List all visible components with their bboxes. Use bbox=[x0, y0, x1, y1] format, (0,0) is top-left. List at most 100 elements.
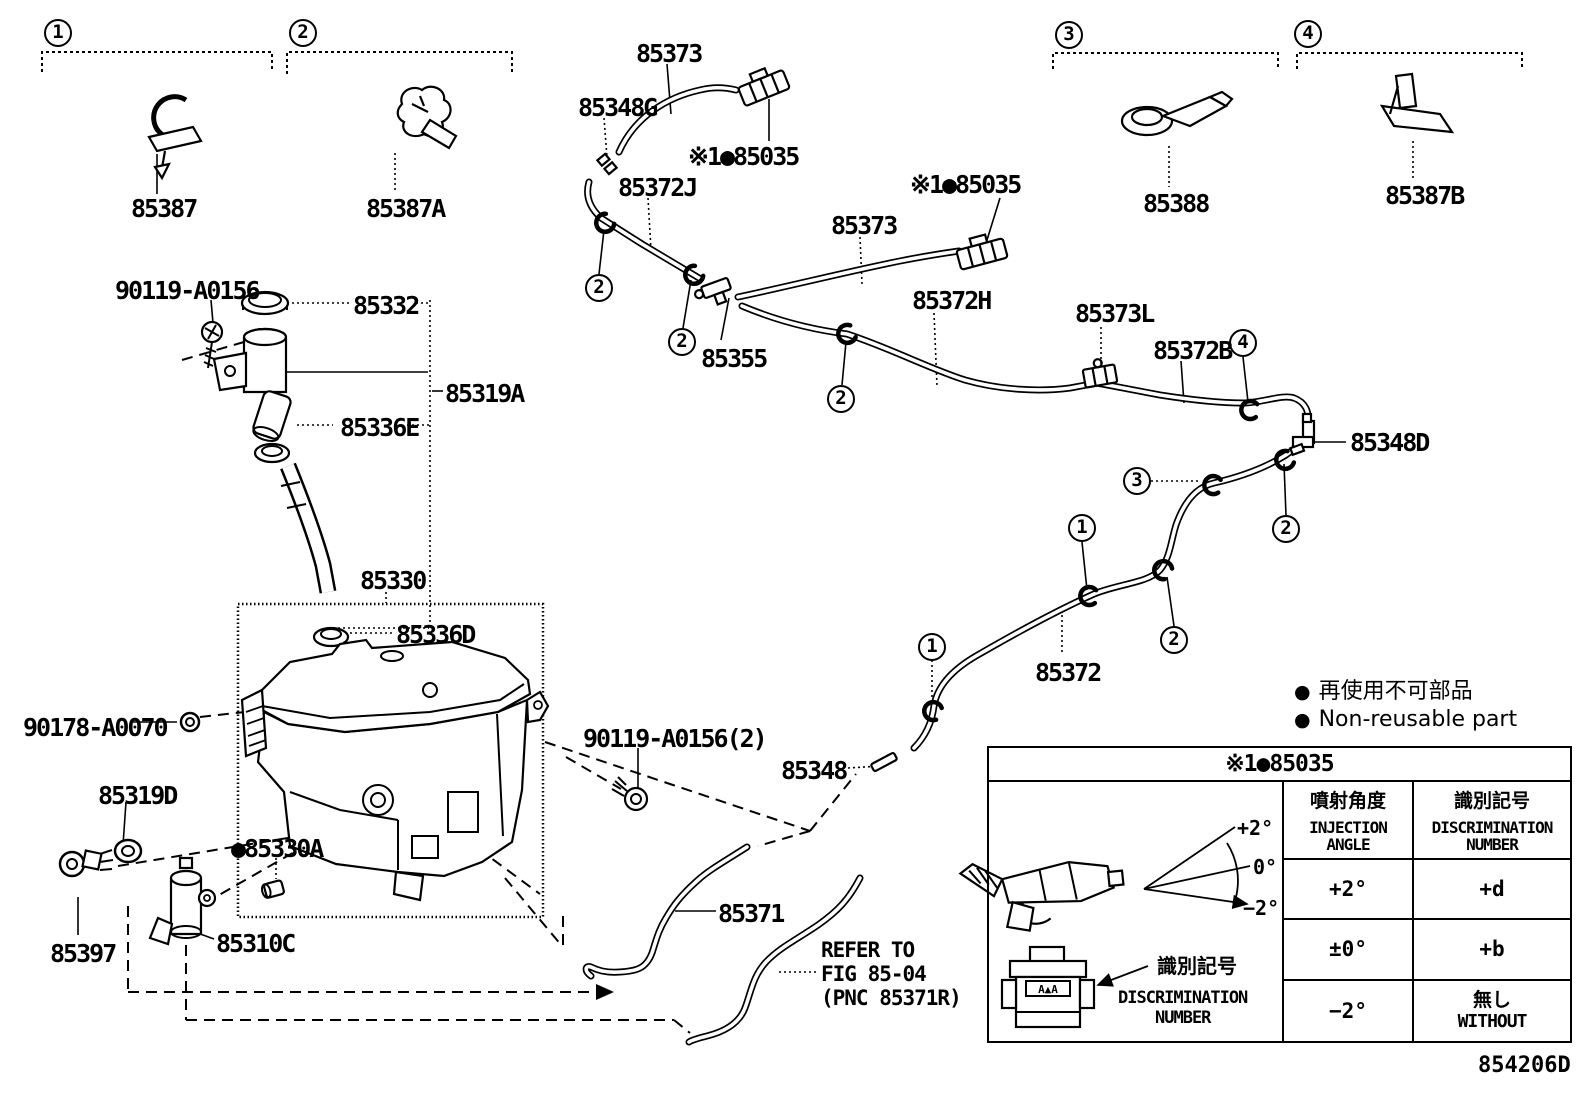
part-label-85372: 85372 bbox=[1035, 658, 1102, 687]
figure-code: 854206D bbox=[1478, 1053, 1571, 1078]
part-label-85336D: 85336D bbox=[396, 620, 476, 649]
grommet-85336D-glyph bbox=[312, 626, 350, 648]
part-label-85330: 85330 bbox=[360, 566, 427, 595]
disc-value-row3: 無し WITHOUT bbox=[1412, 978, 1572, 1043]
callout-3-hose: 3 bbox=[1123, 467, 1151, 495]
callout-brackets bbox=[41, 51, 1523, 74]
callout-2-hose-b: 2 bbox=[668, 328, 696, 356]
part-label-85397: 85397 bbox=[50, 939, 117, 968]
callout-2-hose-c: 2 bbox=[827, 385, 855, 413]
grommet-85388-glyph bbox=[1120, 90, 1234, 137]
disc-value-row3-en: WITHOUT bbox=[1457, 1010, 1528, 1032]
level-sensor-85397-glyph bbox=[58, 849, 114, 878]
disc-value-row3-jp: 無し bbox=[1472, 988, 1511, 1011]
injection-angle-header-en1: INJECTION bbox=[1309, 818, 1388, 838]
part-label-85387B: 85387B bbox=[1385, 181, 1465, 210]
part-label-85373-mid: 85373 bbox=[831, 211, 898, 240]
refer-note-line2: FIG 85-04 bbox=[821, 962, 927, 986]
callout-1-hose-b: 1 bbox=[918, 633, 946, 661]
nozzle-85035-glyph-2 bbox=[955, 233, 1009, 271]
joint-85355-glyph bbox=[693, 277, 732, 306]
non-reusable-bullet-icon: ● bbox=[1294, 709, 1311, 731]
pump-85310C-glyph bbox=[148, 856, 217, 946]
callout-1-hose-a: 1 bbox=[1068, 514, 1096, 542]
part-label-85336E: 85336E bbox=[340, 413, 420, 442]
hose-clip-rings bbox=[594, 211, 1297, 723]
part-label-85310C: 85310C bbox=[216, 929, 296, 958]
discrimination-header-en2: NUMBER bbox=[1466, 835, 1519, 855]
cell-label-discrimination-en1: DISCRIMINATION bbox=[1118, 988, 1248, 1008]
part-label-85373-top: 85373 bbox=[636, 39, 703, 68]
legend-line-en: ● Non-reusable part bbox=[1294, 706, 1517, 734]
part-label-85035-1: ※1●85035 bbox=[688, 142, 800, 171]
legend-line-jp: ● 再使用不可部品 bbox=[1294, 678, 1517, 706]
disc-value-row1: +d bbox=[1412, 857, 1572, 921]
washer-tank-glyph bbox=[240, 638, 550, 902]
non-reusable-bullet-icon: ● bbox=[1294, 681, 1311, 703]
part-label-85319A: 85319A bbox=[445, 379, 525, 408]
washer-motor-85319A-glyph bbox=[212, 327, 292, 442]
cell-label-discrimination-en2: NUMBER bbox=[1155, 1008, 1211, 1028]
callout-2-hose-a: 2 bbox=[585, 274, 613, 302]
angle-mark-plus2: +2° bbox=[1237, 816, 1274, 840]
injection-angle-header: 噴射角度 INJECTION ANGLE bbox=[1282, 780, 1414, 860]
table-row: +2° +d bbox=[988, 857, 1572, 921]
callout-4-hose: 4 bbox=[1229, 329, 1257, 357]
callout-2-hose-d: 2 bbox=[1272, 515, 1300, 543]
part-label-85348D: 85348D bbox=[1350, 428, 1430, 457]
part-label-85348: 85348 bbox=[781, 756, 848, 785]
refer-note: REFER TO FIG 85-04 (PNC 85371R) bbox=[821, 938, 962, 1010]
washer-hoses bbox=[582, 84, 1312, 1046]
tube-85348-glyph bbox=[870, 751, 898, 773]
cell-label-discrimination-jp: 識別記号 bbox=[1157, 954, 1237, 978]
angle-mark-zero: 0° bbox=[1253, 855, 1278, 879]
nozzle-spec-table: ※1●85035 噴射角度 INJECTION ANGLE 識別記号 DISCR… bbox=[987, 746, 1572, 1043]
grommet-85336E-glyph bbox=[253, 442, 291, 464]
refer-note-line3: (PNC 85371R) bbox=[821, 986, 962, 1010]
nozzle-85035-glyph-1 bbox=[737, 66, 791, 107]
injection-angle-header-en2: ANGLE bbox=[1326, 835, 1370, 855]
table-row: ±0° +b bbox=[988, 918, 1572, 981]
part-label-85319D: 85319D bbox=[98, 781, 178, 810]
part-label-90178-A0070: 90178-A0070 bbox=[23, 713, 169, 742]
clamp-85373L-glyph bbox=[1081, 358, 1119, 389]
angle-mark-minus2: −2° bbox=[1243, 896, 1280, 920]
connector-85348G-glyph bbox=[595, 152, 619, 176]
angle-value-row2: ±0° bbox=[1282, 918, 1414, 981]
bolt-90119-2-glyph bbox=[611, 776, 649, 812]
part-label-85373L: 85373L bbox=[1075, 299, 1155, 328]
part-label-85355: 85355 bbox=[701, 344, 768, 373]
part-label-85332: 85332 bbox=[353, 291, 420, 320]
part-label-85388: 85388 bbox=[1143, 189, 1210, 218]
callout-1-header: 1 bbox=[44, 19, 72, 47]
part-label-85348G: 85348G bbox=[578, 93, 658, 122]
angle-value-row1: +2° bbox=[1282, 857, 1414, 921]
discrimination-header-jp: 識別記号 bbox=[1453, 790, 1530, 813]
clip-85387-glyph bbox=[147, 94, 203, 181]
screw-90119-glyph bbox=[200, 320, 224, 369]
angle-value-row3: −2° bbox=[1282, 978, 1414, 1043]
legend-en-text: Non-reusable part bbox=[1318, 707, 1518, 732]
part-label-90119-A0156: 90119-A0156 bbox=[115, 276, 261, 305]
injection-angle-header-jp: 噴射角度 bbox=[1309, 790, 1386, 813]
callout-4-header: 4 bbox=[1294, 20, 1322, 48]
clip-85387B-glyph bbox=[1379, 72, 1455, 134]
legend-jp-text: 再使用不可部品 bbox=[1318, 679, 1473, 704]
table-row: −2° 無し WITHOUT bbox=[988, 978, 1572, 1043]
dotted-leader-lines bbox=[275, 117, 1414, 973]
plug-85330A-glyph bbox=[261, 879, 285, 899]
part-label-85387: 85387 bbox=[131, 194, 198, 223]
callout-3-header: 3 bbox=[1055, 21, 1083, 49]
spec-table-title: ※1●85035 bbox=[987, 746, 1572, 782]
reservoir-detail-box bbox=[236, 602, 545, 919]
part-label-85372B: 85372B bbox=[1153, 336, 1233, 365]
cap-85332-glyph bbox=[240, 290, 290, 316]
callout-2-hose-e: 2 bbox=[1160, 626, 1188, 654]
discrimination-header-en1: DISCRIMINATION bbox=[1431, 818, 1554, 838]
part-label-85372J: 85372J bbox=[618, 173, 698, 202]
part-label-85371: 85371 bbox=[718, 899, 785, 928]
filler-tube-glyph bbox=[280, 462, 337, 594]
part-label-90119-A0156-2: 90119-A0156(2) bbox=[583, 724, 768, 753]
spec-table-drawing-cell bbox=[987, 780, 1284, 1043]
